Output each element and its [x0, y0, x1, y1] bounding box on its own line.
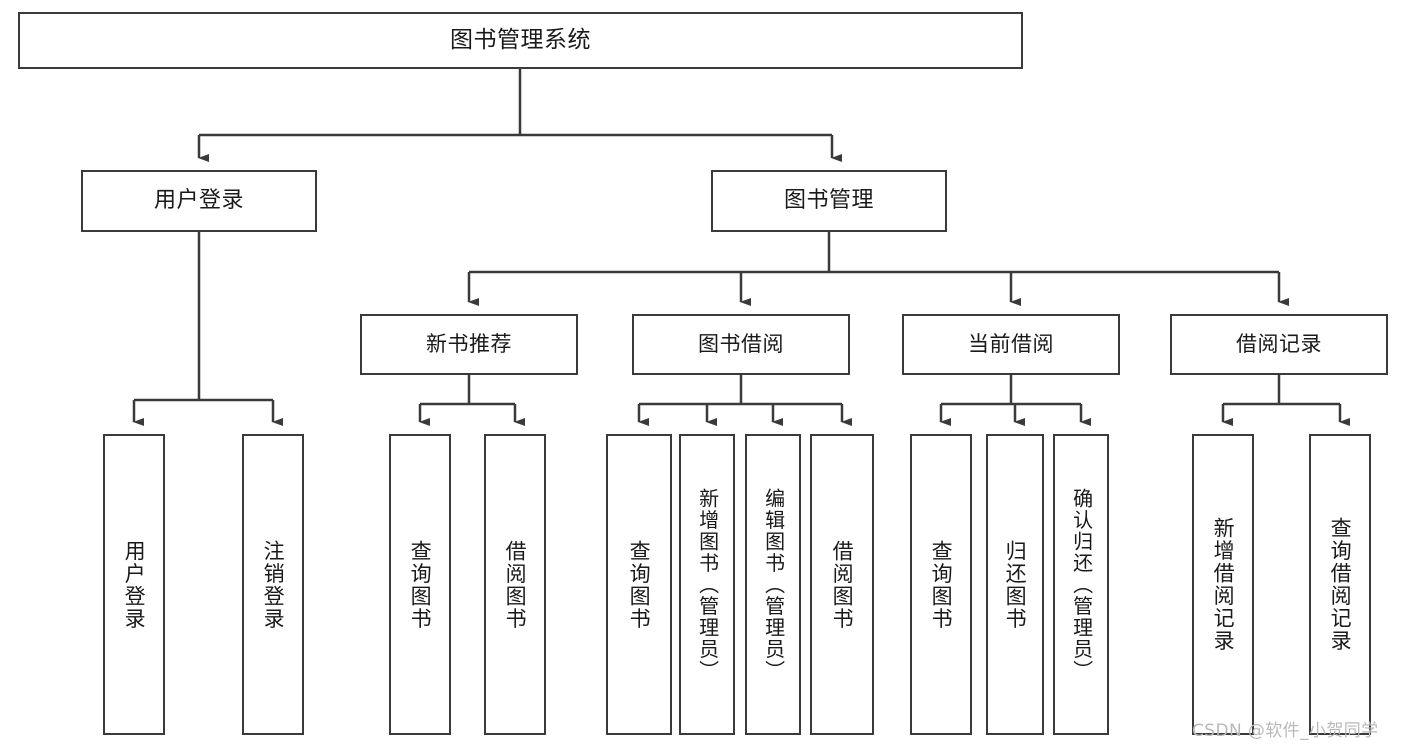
node-leaf-add-record[interactable]: 新增借阅记录 — [1192, 434, 1254, 735]
node-current-borrow[interactable]: 当前借阅 — [902, 314, 1120, 375]
node-leaf-return-book[interactable]: 归还图书 — [986, 434, 1044, 735]
node-book-manage[interactable]: 图书管理 — [711, 170, 947, 232]
node-book-borrow-label: 图书借阅 — [698, 332, 784, 357]
node-root-label: 图书管理系统 — [450, 27, 591, 54]
node-leaf-add-record-label: 新增借阅记录 — [1211, 517, 1236, 652]
node-user-login-label: 用户登录 — [153, 188, 244, 214]
node-book-borrow[interactable]: 图书借阅 — [632, 314, 850, 375]
node-leaf-borrow-book-1[interactable]: 借阅图书 — [484, 434, 546, 735]
node-leaf-confirm-return-label: 确认归还（管理员） — [1069, 487, 1094, 682]
node-new-book-recommend[interactable]: 新书推荐 — [360, 314, 578, 375]
node-user-login[interactable]: 用户登录 — [81, 170, 317, 232]
node-root[interactable]: 图书管理系统 — [18, 12, 1023, 69]
node-leaf-confirm-return[interactable]: 确认归还（管理员） — [1053, 434, 1109, 735]
node-leaf-add-book-label: 新增图书（管理员） — [695, 487, 720, 682]
node-borrow-record-label: 借阅记录 — [1236, 332, 1322, 357]
node-leaf-logout[interactable]: 注销登录 — [242, 434, 304, 735]
node-current-borrow-label: 当前借阅 — [968, 332, 1054, 357]
node-leaf-return-book-label: 归还图书 — [1003, 539, 1028, 630]
csdn-watermark: CSDN @软件_小贺同学 — [1192, 721, 1379, 741]
node-leaf-query-book-3-label: 查询图书 — [929, 539, 954, 630]
node-leaf-query-book-1[interactable]: 查询图书 — [389, 434, 451, 735]
node-leaf-edit-book-label: 编辑图书（管理员） — [761, 487, 786, 682]
node-borrow-record[interactable]: 借阅记录 — [1170, 314, 1388, 375]
node-leaf-borrow-book-2-label: 借阅图书 — [830, 539, 855, 630]
node-leaf-borrow-book-2[interactable]: 借阅图书 — [810, 434, 874, 735]
node-book-manage-label: 图书管理 — [783, 188, 874, 214]
node-leaf-add-book[interactable]: 新增图书（管理员） — [679, 434, 735, 735]
node-new-book-recommend-label: 新书推荐 — [426, 332, 512, 357]
node-leaf-query-record[interactable]: 查询借阅记录 — [1309, 434, 1371, 735]
node-leaf-edit-book[interactable]: 编辑图书（管理员） — [745, 434, 801, 735]
node-leaf-borrow-book-1-label: 借阅图书 — [503, 539, 528, 630]
node-leaf-user-login-label: 用户登录 — [122, 539, 147, 630]
node-leaf-query-book-3[interactable]: 查询图书 — [910, 434, 972, 735]
node-leaf-query-record-label: 查询借阅记录 — [1328, 517, 1353, 652]
node-leaf-user-login[interactable]: 用户登录 — [103, 434, 165, 735]
node-leaf-query-book-2[interactable]: 查询图书 — [606, 434, 672, 735]
node-leaf-query-book-2-label: 查询图书 — [627, 539, 652, 630]
node-leaf-logout-label: 注销登录 — [261, 539, 286, 630]
node-leaf-query-book-1-label: 查询图书 — [408, 539, 433, 630]
